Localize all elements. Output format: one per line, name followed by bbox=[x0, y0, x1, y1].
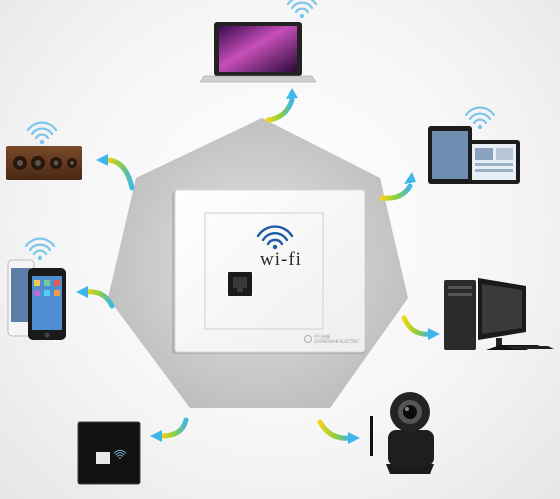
brand-subtext: ZHONGWAN ELECTRIC bbox=[314, 339, 359, 344]
arrow-switch bbox=[159, 417, 189, 439]
arrow-smartphones bbox=[83, 289, 115, 309]
brand-logo: 中万电器 ZHONGWAN ELECTRIC bbox=[304, 333, 359, 344]
wall-switch-device bbox=[77, 421, 141, 485]
tablets-device bbox=[428, 106, 520, 184]
wifi-signal-icon bbox=[26, 121, 58, 146]
wifi-wall-panel: wi-fi 中万电器 ZHONGWAN ELECTRIC bbox=[172, 189, 366, 354]
speaker-device bbox=[6, 121, 82, 180]
wifi-signal-icon bbox=[464, 106, 496, 131]
arrow-camera bbox=[317, 419, 353, 441]
ethernet-port-icon bbox=[228, 272, 252, 296]
desktop-pc-device bbox=[444, 278, 554, 350]
ip-camera-device bbox=[370, 392, 434, 474]
arrow-desktop bbox=[401, 315, 433, 337]
wifi-label: wi-fi bbox=[260, 249, 302, 270]
panel-wifi-icon bbox=[256, 225, 294, 250]
wifi-signal-icon bbox=[286, 0, 318, 20]
brand-name: 中万电器 bbox=[314, 333, 330, 339]
wifi-signal-icon bbox=[24, 237, 56, 262]
arrow-tablets bbox=[379, 183, 413, 201]
laptop-device bbox=[199, 0, 318, 83]
arrow-speaker bbox=[103, 157, 135, 191]
smartphones-device bbox=[7, 237, 66, 340]
arrow-laptop bbox=[265, 97, 295, 123]
